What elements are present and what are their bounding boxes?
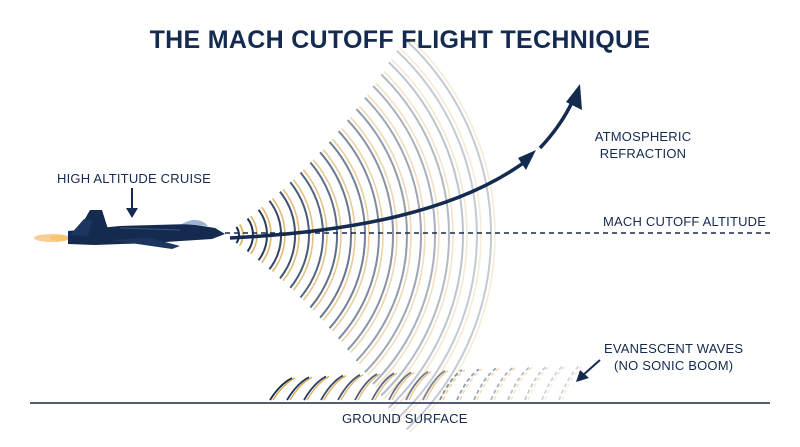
wavefront-arc-navy [355,108,408,362]
evanescent-wave-arc [510,366,534,401]
wavefront-arc-gold [350,116,398,354]
evanescent-ground-waves [269,363,585,401]
evanescent-wave-arc [561,363,585,401]
wavefront-arc-navy [380,73,450,397]
wavefront-arc-navy [235,226,240,244]
evanescent-wave-arc [493,367,517,401]
evanescent-wave-arc [422,370,446,401]
evanescent-wave-arc [408,371,432,401]
wavefront-arc-navy [319,151,353,319]
evanescent-wave-arc [354,373,378,401]
refraction-arrowhead-mid [518,150,536,170]
evanescent-wave-arc [289,376,313,401]
evanescent-wave-arc [442,369,466,401]
evanescent-wave-arc [303,375,327,401]
wavefront-arc-gold [322,149,356,321]
evanescent-wave-arc [306,375,330,401]
wavefront-arc-gold [383,70,454,400]
evanescent-wave-arc [541,364,565,401]
wavefront-arc-gold [292,179,314,291]
evanescent-wave-arc [320,374,344,401]
evanescent-waves-line1: EVANESCENT WAVES [604,341,744,356]
evanescent-wave-arc [524,365,548,401]
evanescent-wave-arc [507,366,531,401]
wavefront-arc-gold [341,127,384,343]
wavefront-arc-navy [364,97,422,373]
atmospheric-refraction-label: ATMOSPHERIC REFRACTION [588,128,698,162]
wavefront-arc-gold [282,188,300,282]
refraction-arrowhead-top [566,84,582,110]
evanescent-wave-arc [473,367,497,401]
evanescent-waves-line2: (NO SONIC BOOM) [614,358,734,373]
wavefront-arc-gold [367,94,426,376]
wavefront-arc-navy [289,181,310,289]
refraction-path-arrow [229,156,532,240]
evanescent-wave-arc [269,377,293,401]
evanescent-wave-arc [425,370,449,401]
wavefront-arc-gold [238,224,244,246]
ground-surface-label: GROUND SURFACE [342,411,468,426]
evanescent-wave-arc [456,368,480,401]
evanescent-waves-label: EVANESCENT WAVES (NO SONIC BOOM) [604,340,743,374]
evanescent-wave-arc [357,373,381,401]
wavefront-arc-navy [405,39,492,431]
wavefront-arc-gold [312,159,342,311]
wavefront-arc-navy [309,161,339,309]
wavefront-arc-navy [328,141,366,329]
wavefront-arc-navy [299,171,324,299]
wavefront-arc-navy [337,130,380,340]
wavefront-arc-gold [408,37,496,433]
evanescent-wave-arc [391,371,415,401]
atmospheric-refraction-line1: ATMOSPHERIC [594,129,692,144]
evanescent-wave-arc [476,367,500,401]
wavefront-arc-gold [358,105,412,365]
evanescent-wave-arc [459,368,483,401]
mach-cutoff-altitude-label: MACH CUTOFF ALTITUDE [603,214,767,229]
evanescent-wave-arc [340,374,364,401]
evanescent-wave-arc [286,376,310,401]
evanescent-wave-arc [388,371,412,401]
wavefront-arc-navy [396,50,478,420]
wavefront-arc-gold [302,169,328,301]
evanescent-pointer-arrow [581,359,601,377]
wavefront-arc-gold [375,82,440,388]
evanescent-wave-arc [337,374,361,401]
evanescent-wave-arc [558,363,582,401]
evanescent-wave-arc [374,372,398,401]
wavefront-arc-gold [331,138,370,332]
evanescent-wave-arc [439,369,463,401]
atmospheric-refraction-line2: REFRACTION [599,146,687,161]
wavefront-arc-navy [279,190,297,280]
wavefront-arc-gold [390,58,468,412]
evanescent-wave-arc [323,374,347,401]
wavefront-arc-navy [372,85,437,385]
high-altitude-cruise-label: HIGH ALTITUDE CRUISE [57,171,212,186]
refraction-path-arrow-upper [538,97,576,150]
jet-aircraft [34,210,225,249]
evanescent-wave-arc [371,372,395,401]
evanescent-wave-arc [405,370,429,401]
evanescent-wave-arc [490,366,514,401]
evanescent-wave-arc [544,364,568,401]
evanescent-wave-arc [527,365,551,401]
diagram-title: THE MACH CUTOFF FLIGHT TECHNIQUE [149,26,651,54]
wavefront-arc-navy [388,61,464,409]
wavefront-arc-navy [346,119,395,351]
evanescent-wave-arc [272,377,296,401]
